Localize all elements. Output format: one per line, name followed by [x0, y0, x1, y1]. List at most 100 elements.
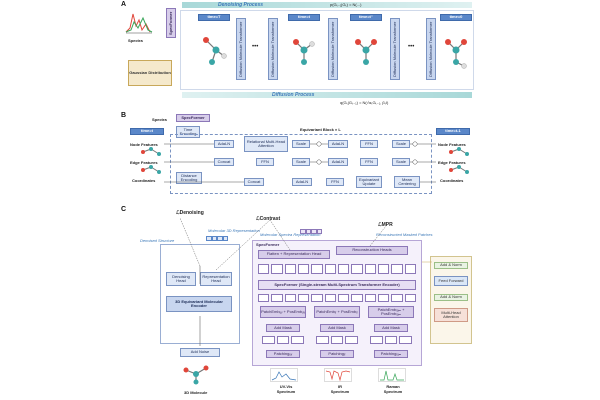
mol-3d-repr-label: Molecular 3D Representation [208, 228, 260, 233]
add-mask-uv: Add Mask [266, 324, 300, 332]
molecule-t-icon [293, 39, 315, 65]
coordinates-out-label: Coordinates [440, 178, 464, 183]
panel-c-connectors [179, 217, 432, 346]
b-specformer-box: SpecFormer [176, 114, 210, 122]
spectra-plot-icon [125, 13, 153, 34]
molecule-t-minus-icon [355, 39, 377, 65]
scale-edge-2: Scale [392, 158, 410, 166]
adaln-coord: AdaLN [292, 178, 312, 186]
patch-emb-uv: PatchEmbᵤᵥ + PosEmbᵤᵥ [260, 306, 306, 318]
gaussian-distribution-box: Gaussian Distribution [128, 60, 172, 86]
diffusion-transformer-4: Diffusion Molecule Transformer [390, 18, 400, 80]
panel-b-letter: B [121, 112, 127, 119]
specformer-box: SpecFormer [166, 8, 176, 38]
denoising-process-bar [182, 2, 472, 8]
diffusion-transformer-3: Diffusion Molecule Transformer [328, 18, 338, 80]
ffn-node: FFN [360, 140, 378, 148]
raman-spectrum-plot [378, 368, 406, 382]
molecule-3d-icon [183, 365, 209, 385]
add-noise-box: Add Noise [180, 348, 220, 357]
equivariant-block-container [170, 134, 432, 194]
patching-uv: Patchingᵤᵥ [266, 350, 300, 358]
denoised-structure-label: Denoised Structure [140, 238, 175, 243]
loss-contrast: ℒContrast [256, 216, 281, 222]
panel-b-connectors [164, 141, 436, 183]
denoise-formula: p(Gₜ₋₁|Gₜ) = N(...) [330, 2, 362, 7]
patches-uv [262, 336, 305, 344]
patching-ir: Patchingᵢᵣ [320, 350, 354, 358]
diffuse-formula: q(Gₜ|Gₜ₋₁) = N(√αₜGₜ₋₁, βₜI) [340, 100, 389, 105]
panel-c-letter: C [121, 206, 127, 213]
loss-mpr: ℒMPR [378, 222, 393, 228]
time-header-t-minus: time=t⁻ [350, 14, 382, 21]
node-features-in-label: Node Features [130, 142, 158, 147]
concat-coord: Concat [244, 178, 264, 186]
mean-centering-box: Mean Centering [394, 176, 420, 188]
diffusion-transformer-2: Diffusion Molecule Transformer [268, 18, 278, 80]
b-spectra-label: Spectra [152, 117, 167, 122]
detail-feed-forward: Feed Forward [434, 276, 468, 286]
encoder-input-tokens [258, 294, 416, 302]
ffn-edge-2: FFN [360, 158, 378, 166]
coordinates-in-label: Coordinates [132, 178, 156, 183]
denoising-process-label: Denoising Process [218, 2, 264, 8]
adaln-node-1: AdaLN [214, 140, 234, 148]
add-mask-ir: Add Mask [320, 324, 354, 332]
adaln-node-2: AdaLN [328, 140, 348, 148]
denoising-head-box: Denoising Head [166, 272, 196, 286]
patch-emb-ir: PatchEmbᵢᵣ + PosEmbᵢᵣ [314, 306, 360, 318]
mol-3d-repr-vector [206, 236, 228, 241]
node-graph-icon [141, 147, 161, 156]
scale-edge-1: Scale [292, 158, 310, 166]
patching-raman: Patchingᵣₐₘ [374, 350, 408, 358]
molecule-clean-icon [445, 39, 467, 69]
patches-ir [316, 336, 359, 344]
molecule-3d-label: 3D Molecule [184, 390, 208, 395]
specformer-title: SpecFormer [256, 242, 280, 247]
ellipsis-2: ••• [408, 44, 415, 50]
node-graph-out-icon [449, 147, 469, 156]
panel-a-letter: A [121, 1, 127, 8]
specformer-container [252, 240, 422, 366]
time-encoding-box: Time Encoding [176, 126, 200, 138]
mol-spec-repr-label: Molecular Spectra Representation [260, 232, 321, 237]
diffusion-transformer-1: Diffusion Molecule Transformer [236, 18, 246, 80]
uv-spectrum-label: UV-Vis Spectrum [276, 384, 296, 394]
reconstructed-patches-label: Reconstructed Masked Patches [376, 232, 433, 237]
detail-add-norm-bottom: Add & Norm [434, 294, 468, 301]
ffn-coord: FFN [326, 178, 344, 186]
patch-emb-raman: PatchEmbᵣₐₘ + PosEmbᵣₐₘ [368, 306, 414, 318]
edge-graph-icon [141, 165, 161, 174]
diffusion-process-bar [182, 92, 472, 98]
node-features-out-label: Node Features [438, 142, 466, 147]
scale-node-1: Scale [292, 140, 310, 148]
ir-spectrum-label: IR Spectrum [330, 384, 350, 394]
flatten-head-box: Flatten + Representation Head [258, 250, 330, 259]
time-header-T: time=T [198, 14, 230, 21]
panel-a-flow-container [180, 10, 474, 90]
detail-add-norm-top: Add & Norm [434, 262, 468, 269]
b-time-t-minus-header: time=t-1 [436, 128, 470, 135]
3d-encoder-box: 3D Equivariant Molecular Encoder [166, 296, 232, 312]
edge-graph-out-icon [449, 165, 469, 174]
adaln-edge: AdaLN [328, 158, 348, 166]
diffusion-process-label: Diffusion Process [272, 92, 315, 98]
representation-head-box: Representation Head [200, 272, 232, 286]
reconstruction-heads-box: Reconstruction Heads [336, 246, 408, 255]
loss-denoising: ℒDenoising [176, 210, 204, 216]
scale-node-2: Scale [392, 140, 410, 148]
raman-spectrum-label: Raman Spectrum [383, 384, 403, 394]
rmha-box: Relational Multi-Head Attention [244, 136, 288, 152]
encoder-output-tokens [258, 264, 416, 274]
molecule-noisy-icon [203, 37, 227, 65]
edge-features-in-label: Edge Features [130, 160, 158, 165]
transformer-encoder-box: SpecFormer (Single-stream Multi-Spectrum… [258, 280, 416, 290]
equivariant-update-box: Equivariant Update [356, 176, 382, 188]
add-mask-raman: Add Mask [374, 324, 408, 332]
concat-edge-1: Concat [214, 158, 234, 166]
equivariant-block-label: Equivariant Block × L [300, 127, 341, 132]
time-header-0: time=0 [440, 14, 472, 21]
spectra-label: Spectra [128, 38, 143, 43]
ffn-edge-1: FFN [256, 158, 274, 166]
ir-spectrum-plot [324, 368, 352, 382]
